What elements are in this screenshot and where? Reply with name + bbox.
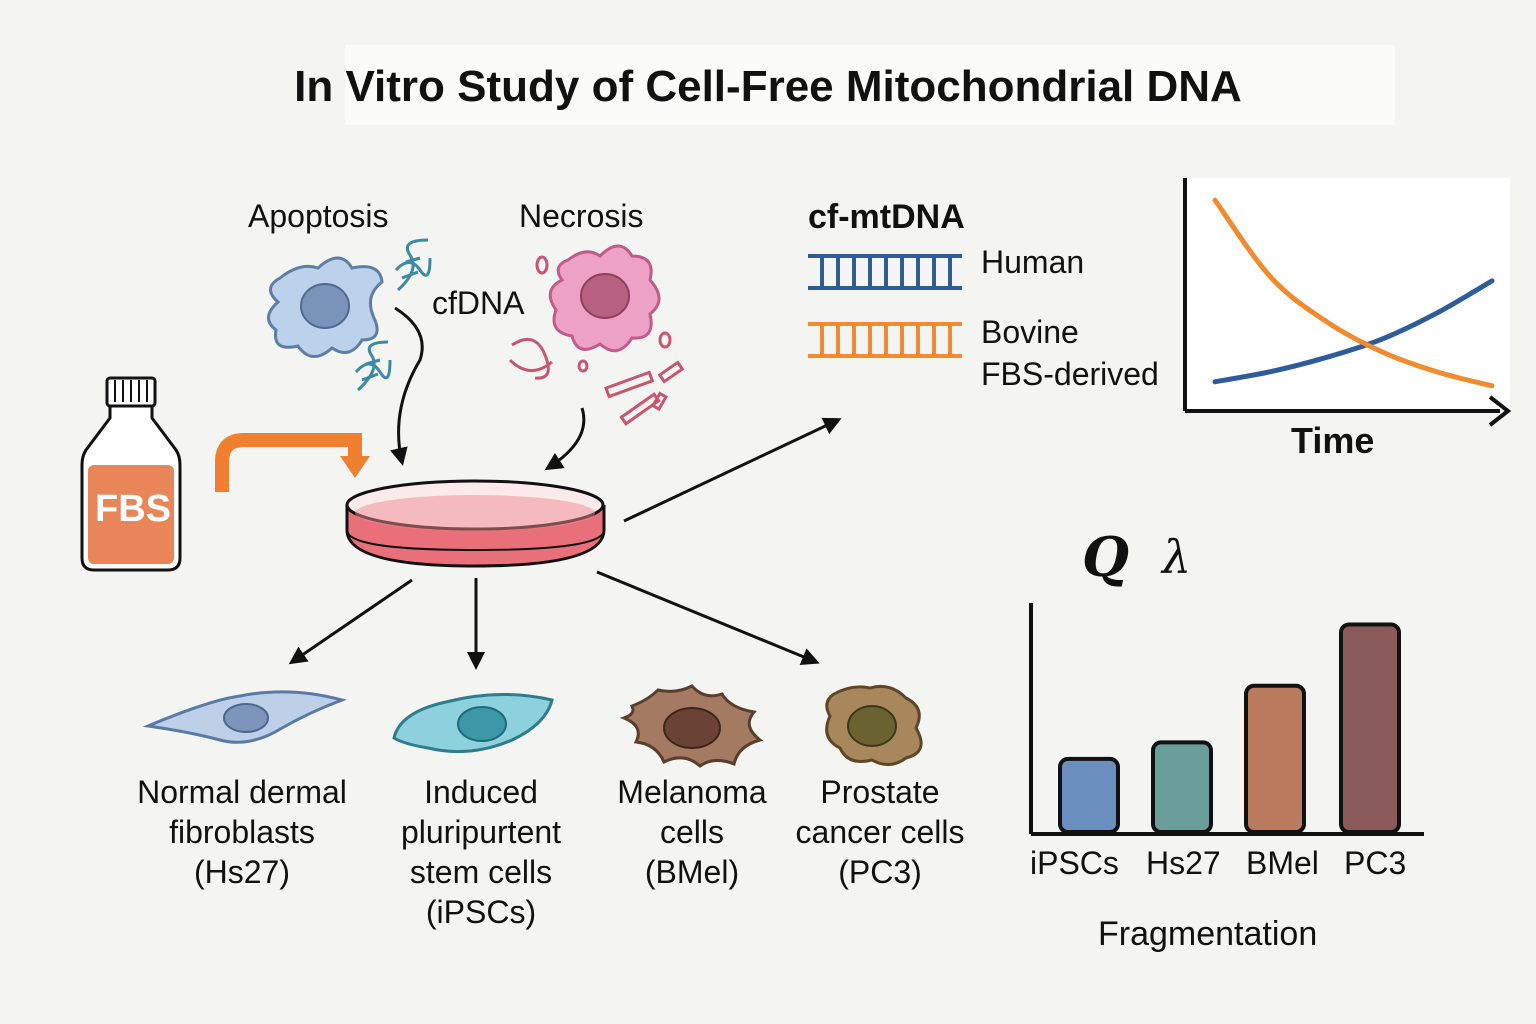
pc3-arrow xyxy=(596,570,820,666)
cell-label-ipscs: Induced pluripurtent stem cells (iPSCs) xyxy=(370,772,592,932)
cf-mtdna-arrow xyxy=(623,417,842,523)
human-dna-ladder-icon xyxy=(808,254,962,290)
cell-label-line: (BMel) xyxy=(644,854,740,890)
prostate-cell-icon xyxy=(825,684,923,766)
time-axis-arrowhead xyxy=(1488,395,1512,427)
dna-fragments-icon xyxy=(508,255,685,426)
line-chart-xlabel: Time xyxy=(1291,420,1375,461)
cell-label-pc3: Prostate cancer cells (PC3) xyxy=(782,772,978,892)
legend-bovine-label-line2: FBS-derived xyxy=(981,356,1159,392)
petri-dish-icon xyxy=(345,479,606,568)
cell-label-line: (iPSCs) xyxy=(425,894,537,930)
cell-label-line: cancer cells xyxy=(795,814,965,850)
cell-label-bmel: Melanoma cells (BMel) xyxy=(598,772,786,892)
q-symbol: Q xyxy=(1082,525,1130,589)
cell-label-line: Melanoma xyxy=(617,774,767,810)
melanoma-cell-icon xyxy=(619,684,764,768)
cell-label-line: (Hs27) xyxy=(193,854,290,890)
lambda-symbol: λ xyxy=(1162,530,1192,584)
cell-label-line: Induced xyxy=(424,774,538,810)
fbs-bottle-label: FBS xyxy=(95,488,171,530)
cell-label-hs27: Normal dermal fibroblasts (Hs27) xyxy=(112,772,372,892)
fibroblast-cell-icon xyxy=(142,690,347,744)
cell-label-line: stem cells xyxy=(409,854,553,890)
legend-heading: cf-mtDNA xyxy=(808,198,965,236)
cell-label-line: pluripurtent xyxy=(400,814,562,850)
bar-tick-label: BMel xyxy=(1246,845,1319,881)
human-series-line xyxy=(1212,278,1495,385)
bar-pc3 xyxy=(1339,622,1401,834)
cell-label-line: (PC3) xyxy=(838,854,922,890)
cell-label-line: Prostate xyxy=(820,774,940,810)
cell-label-line: cells xyxy=(659,814,724,850)
necrosis-label: Necrosis xyxy=(519,198,644,234)
bovine-series-line xyxy=(1212,197,1495,389)
cell-label-line: fibroblasts xyxy=(169,814,315,850)
time-line-chart xyxy=(1183,178,1512,427)
hs27-arrow xyxy=(288,578,413,665)
apoptotic-cell-icon xyxy=(267,256,384,358)
fragmentation-bar-chart xyxy=(1029,603,1424,836)
fbs-addition-arrow xyxy=(215,433,362,492)
bar-tick-label: Hs27 xyxy=(1146,845,1221,881)
fbs-addition-arrowhead xyxy=(340,456,370,478)
bar-hs27 xyxy=(1151,740,1213,835)
necrosis-arrow xyxy=(544,407,586,471)
cell-label-line: Normal dermal xyxy=(137,774,347,810)
dna-helix-icon-2 xyxy=(354,340,392,392)
fbs-bottle-icon xyxy=(80,376,182,572)
bar-ipscs xyxy=(1058,756,1120,835)
bar-bmel xyxy=(1244,683,1306,835)
cfdna-label: cfDNA xyxy=(432,285,525,321)
bovine-dna-ladder-icon xyxy=(808,322,962,358)
page-title: In Vitro Study of Cell-Free Mitochondria… xyxy=(294,62,1242,111)
dna-helix-icon xyxy=(394,238,432,292)
apoptosis-arrow xyxy=(390,306,424,466)
bar-tick-label: iPSCs xyxy=(1030,845,1119,881)
bar-chart-xlabel: Fragmentation xyxy=(1098,915,1318,953)
legend-bovine-label-line1: Bovine xyxy=(981,314,1079,350)
legend-human-label: Human xyxy=(981,244,1085,280)
apoptosis-label: Apoptosis xyxy=(248,198,389,234)
title-backdrop xyxy=(345,45,1395,125)
ipsc-cell-icon xyxy=(392,692,554,754)
bar-tick-label: PC3 xyxy=(1344,845,1407,881)
necrotic-cell-icon xyxy=(548,244,661,353)
